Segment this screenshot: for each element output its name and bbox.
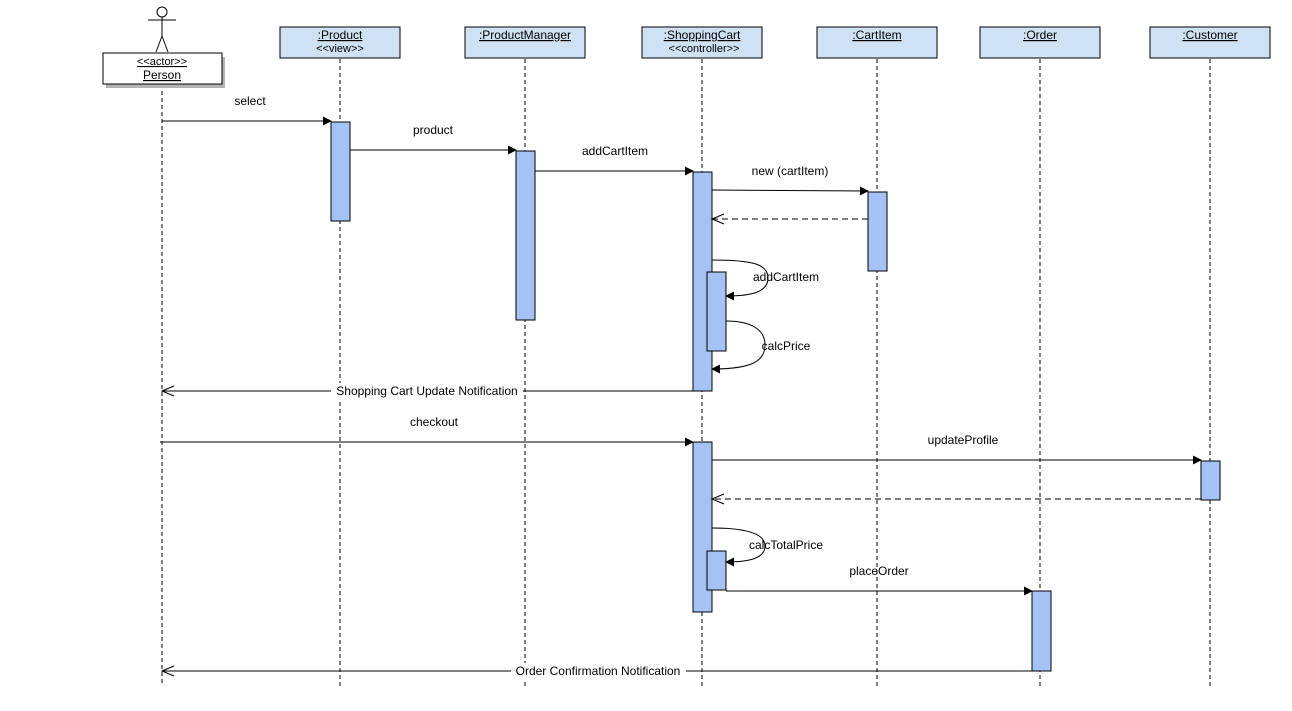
head-product: :Product <<view>> — [279, 26, 401, 59]
label-order-confirmation-notification: Order Confirmation Notification — [516, 664, 681, 678]
activation-order — [1031, 590, 1052, 672]
head-shoppingcart-stereotype: <<controller>> — [669, 43, 740, 55]
label-cart-update-notification: Shopping Cart Update Notification — [336, 384, 517, 398]
messages — [160, 116, 1202, 671]
lifelines — [161, 59, 1211, 686]
head-order: :Order — [979, 26, 1101, 59]
actor-stereotype: <<actor>> — [137, 56, 187, 68]
activations — [330, 121, 1221, 672]
message-self-calcprice — [711, 320, 766, 374]
activation-shoppingcart-nested-2 — [706, 550, 727, 591]
head-product-name: :Product — [318, 28, 363, 42]
lifeline-heads: :Product <<view>> :ProductManager :Shopp… — [279, 26, 1271, 59]
activation-shoppingcart-nested-1 — [706, 271, 727, 352]
head-customer-name: :Customer — [1182, 28, 1237, 42]
activation-product — [330, 121, 351, 222]
head-customer: :Customer — [1149, 26, 1271, 59]
stick-figure-icon — [148, 6, 176, 53]
label-placeorder: placeOrder — [849, 564, 908, 578]
activation-cartitem — [867, 191, 888, 272]
actor-name: Person — [143, 68, 181, 82]
label-updateprofile: updateProfile — [928, 433, 999, 447]
label-new-cartitem: new (cartItem) — [752, 164, 829, 178]
label-product: product — [413, 123, 454, 137]
message-self-addcartitem — [711, 259, 769, 301]
head-cartitem: :CartItem — [816, 26, 938, 59]
message-self-calctotalprice — [711, 527, 766, 567]
head-shoppingcart-name: :ShoppingCart — [664, 28, 741, 42]
message-labels: select product addCartItem new (cartItem… — [234, 94, 999, 679]
head-productmanager-name: :ProductManager — [479, 28, 571, 42]
label-bg-order-confirmation — [511, 663, 686, 679]
message-new-cartitem — [711, 186, 869, 196]
label-bg-cart-update — [331, 383, 523, 399]
actor-box — [102, 52, 223, 85]
activation-customer — [1200, 460, 1221, 501]
head-cartitem-name: :CartItem — [852, 28, 901, 42]
label-self-calctotalprice: calcTotalPrice — [749, 538, 823, 552]
activation-productmanager — [515, 150, 536, 321]
head-productmanager: :ProductManager — [464, 26, 586, 59]
label-checkout: checkout — [410, 415, 459, 429]
label-self-calcprice: calcPrice — [762, 339, 811, 353]
head-product-stereotype: <<view>> — [316, 43, 364, 55]
label-select: select — [234, 94, 266, 108]
head-order-name: :Order — [1023, 28, 1057, 42]
head-shoppingcart: :ShoppingCart <<controller>> — [641, 26, 763, 59]
label-self-addcartitem: addCartItem — [753, 270, 819, 284]
label-addcartitem: addCartItem — [582, 144, 648, 158]
actor-person: <<actor>> Person — [102, 6, 225, 88]
